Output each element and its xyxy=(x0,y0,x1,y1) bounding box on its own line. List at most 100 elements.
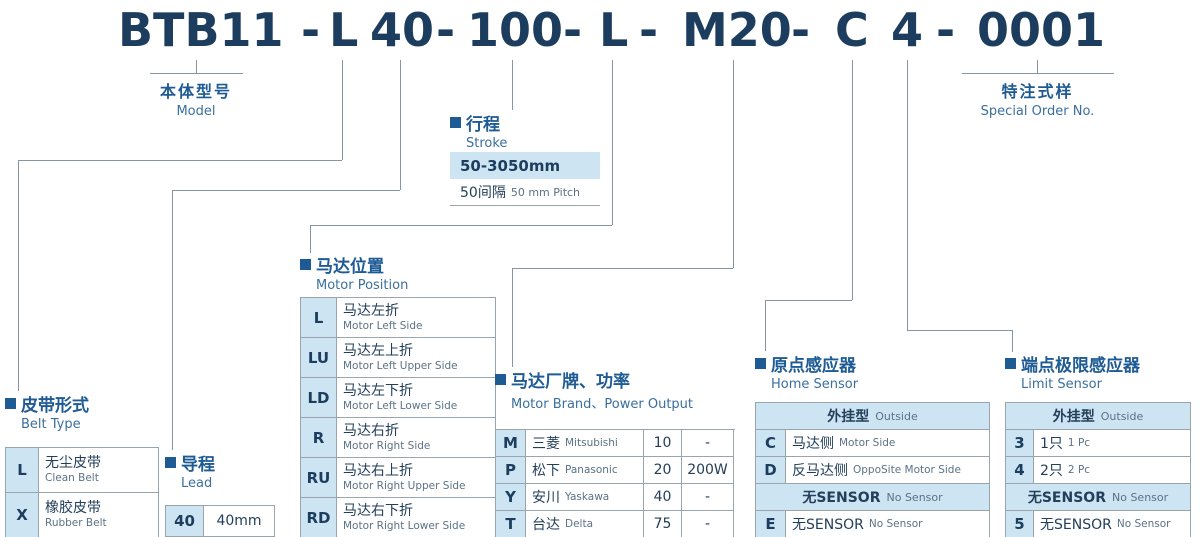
stroke-pitch-en: 50 mm Pitch xyxy=(510,185,581,199)
limit-sensor-group-nosensor: 无SENSOR No Sensor xyxy=(1006,484,1191,511)
motor-position-row: RU 马达右上折 Motor Right Upper Side xyxy=(301,458,496,498)
model-code-segment-stroke: 100 xyxy=(467,3,564,57)
connector-home-sensor-h xyxy=(765,300,852,301)
connector-limit-sensor-v2 xyxy=(1012,330,1013,352)
motor-position-desc-en: Motor Right Side xyxy=(343,439,431,452)
motor-position-code: L xyxy=(301,298,337,338)
limit-sensor-desc-zh: 2只 xyxy=(1040,463,1063,479)
home-sensor-code: D xyxy=(756,457,786,484)
motor-position-code: RD xyxy=(301,498,337,537)
motor-brand-name: 安川 Yaskawa xyxy=(526,484,644,511)
limit-sensor-desc-en: 1 Pc xyxy=(1067,437,1091,449)
connector-motor-position-v2 xyxy=(310,225,311,253)
motor-brand-name-en: Delta xyxy=(565,518,594,530)
model-code-segment-belt: L xyxy=(329,3,359,57)
power-code: 10 xyxy=(644,430,682,457)
limit-sensor-desc: 无SENSOR No Sensor xyxy=(1034,511,1191,537)
motor-brand-row: M 三菱 Mitsubishi 10 - xyxy=(496,430,735,457)
motor-position-title-zh: 马达位置 xyxy=(316,257,384,277)
belt-code: L xyxy=(6,448,39,493)
model-code-segment-limit-sensor: 4 xyxy=(891,3,924,57)
group-label-en: Outside xyxy=(1100,409,1144,423)
motor-position-table: L 马达左折 Motor Left Side LU 马达左上折 Motor Le… xyxy=(300,297,496,537)
belt-desc: 无尘皮带 Clean Belt xyxy=(39,448,159,493)
connector-special-overline xyxy=(962,73,1114,74)
motor-position-desc-zh: 马达右上折 xyxy=(343,462,413,479)
limit-sensor-code: 3 xyxy=(1006,430,1034,457)
motor-brand-name-en: Yaskawa xyxy=(565,491,610,503)
stroke-bullet-icon xyxy=(450,117,461,128)
motor-position-section-heading: 马达位置 Motor Position xyxy=(300,252,408,293)
motor-brand-row: T 台达 Delta 75 - xyxy=(496,511,735,537)
motor-position-desc-en: Motor Left Lower Side xyxy=(343,399,458,412)
motor-position-desc-en: Motor Left Side xyxy=(343,319,423,332)
motor-position-desc-en: Motor Left Upper Side xyxy=(343,359,458,372)
lead-bullet-icon xyxy=(165,457,176,468)
belt-type-bullet-icon xyxy=(5,398,16,409)
motor-position-desc-zh: 马达左下折 xyxy=(343,382,413,399)
home-sensor-title-zh: 原点感应器 xyxy=(771,356,856,376)
stroke-pitch-zh: 50间隔 xyxy=(460,185,506,201)
home-sensor-desc-en: Motor Side xyxy=(839,437,896,449)
model-code-segment-motor-position: L xyxy=(599,3,629,57)
home-sensor-group-row: 无SENSOR No Sensor xyxy=(756,484,990,511)
model-label-en: Model xyxy=(176,104,216,119)
power-value: - xyxy=(682,484,734,511)
connector-home-sensor-v2 xyxy=(765,300,766,351)
limit-sensor-desc-en: No Sensor xyxy=(1116,518,1171,530)
motor-position-row: L 马达左折 Motor Left Side xyxy=(301,298,496,338)
group-label-zh: 外挂型 xyxy=(827,409,870,425)
motor-position-code: LU xyxy=(301,338,337,378)
group-label-en: No Sensor xyxy=(1111,490,1169,504)
home-sensor-desc-zh: 无SENSOR xyxy=(792,517,864,533)
power-value: 200W xyxy=(682,457,734,484)
limit-sensor-code: 5 xyxy=(1006,511,1034,537)
motor-position-code: RU xyxy=(301,458,337,498)
motor-brand-title-en: Motor Brand、Power Output xyxy=(511,397,694,412)
belt-desc-en: Clean Belt xyxy=(45,472,99,484)
model-code-separator: - xyxy=(936,3,956,57)
belt-type-title-zh: 皮带形式 xyxy=(21,396,89,416)
connector-lead-h xyxy=(172,190,400,191)
power-code: 75 xyxy=(644,511,682,537)
model-code-segment-home-sensor: C xyxy=(835,3,869,57)
home-sensor-row: D 反马达侧 OppoSite Motor Side xyxy=(756,457,990,484)
lead-table: 40 40mm xyxy=(165,505,275,537)
connector-model-tick xyxy=(196,60,197,73)
home-sensor-code: C xyxy=(756,430,786,457)
limit-sensor-desc-zh: 无SENSOR xyxy=(1040,517,1112,533)
limit-sensor-desc-en: 2 Pc xyxy=(1067,464,1091,476)
motor-brand-name-en: Mitsubishi xyxy=(565,437,618,449)
motor-position-row: LU 马达左上折 Motor Left Upper Side xyxy=(301,338,496,378)
model-code-separator: - xyxy=(436,3,456,57)
connector-motor-position-h xyxy=(310,225,612,226)
lead-code: 40 xyxy=(166,506,204,537)
limit-sensor-title-en: Limit Sensor xyxy=(1021,377,1102,392)
motor-position-desc-zh: 马达右下折 xyxy=(343,502,413,519)
belt-desc-zh: 无尘皮带 xyxy=(45,455,101,471)
motor-position-desc: 马达左上折 Motor Left Upper Side xyxy=(337,338,496,378)
connector-motor-brand-v2 xyxy=(512,268,513,367)
stroke-range-row: 50-3050mm xyxy=(450,152,600,179)
connector-lead-v2 xyxy=(172,190,173,450)
home-sensor-desc-en: No Sensor xyxy=(868,518,923,530)
motor-brand-title-zh: 马达厂牌、功率 xyxy=(511,372,630,392)
stroke-pitch-row: 50间隔 50 mm Pitch xyxy=(450,179,600,206)
limit-sensor-group-outside: 外挂型 Outside xyxy=(1006,403,1191,430)
limit-sensor-code: 4 xyxy=(1006,457,1034,484)
motor-brand-name-zh: 三菱 xyxy=(532,436,560,452)
motor-brand-section-heading: 马达厂牌、功率 Motor Brand、Power Output xyxy=(495,367,693,412)
home-sensor-title-en: Home Sensor xyxy=(771,377,859,392)
motor-position-desc-zh: 马达左折 xyxy=(343,302,399,319)
model-code-separator: - xyxy=(301,3,321,57)
motor-brand-row: Y 安川 Yaskawa 40 - xyxy=(496,484,735,511)
motor-position-desc: 马达左折 Motor Left Side xyxy=(337,298,496,338)
model-label: 本体型号 Model xyxy=(136,78,256,119)
model-code-segment-lead: 40 xyxy=(370,3,435,57)
home-sensor-desc: 反马达侧 OppoSite Motor Side xyxy=(786,457,990,484)
belt-type-row: L 无尘皮带 Clean Belt xyxy=(6,448,159,493)
limit-sensor-desc: 1只 1 Pc xyxy=(1034,430,1191,457)
motor-brand-name: 台达 Delta xyxy=(526,511,644,537)
limit-sensor-row: 3 1只 1 Pc xyxy=(1006,430,1191,457)
